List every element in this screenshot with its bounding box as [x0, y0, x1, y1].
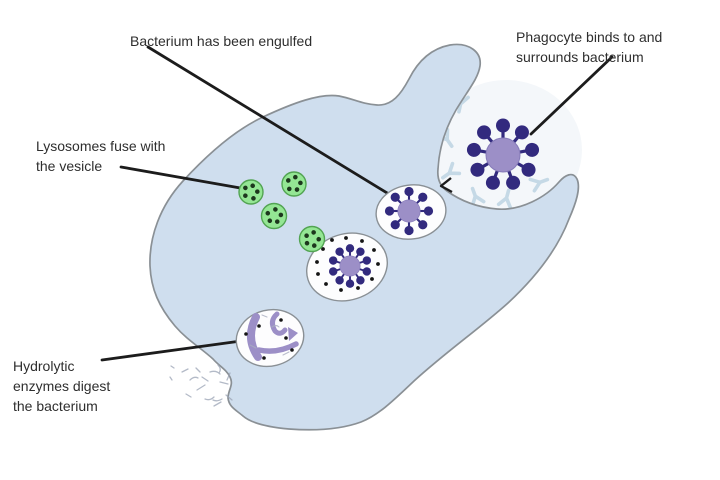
leader-line-binds — [529, 55, 614, 136]
membrane-pinch-mark — [439, 177, 453, 194]
leader-line-lysosomes — [119, 165, 248, 191]
lysosome — [281, 171, 307, 197]
digestion-vesicle — [235, 308, 305, 368]
debris-squiggles — [169, 364, 233, 407]
lysosome — [260, 202, 288, 230]
enzyme-dots — [244, 318, 294, 360]
engulfed-vesicle — [375, 184, 447, 240]
leader-line-hydrolytic — [100, 339, 243, 362]
label-hydrolytic-enzymes: Hydrolytic enzymes digest the bacterium — [13, 358, 111, 414]
bacterium-fragments — [247, 311, 299, 361]
enzyme-dots — [315, 236, 380, 292]
label-phagocyte-binds: Phagocyte binds to and surrounds bacteri… — [516, 29, 663, 65]
label-lysosomes-fuse: Lysosomes fuse with the vesicle — [36, 138, 166, 174]
label-bacterium-engulfed: Bacterium has been engulfed — [130, 33, 313, 49]
fused-vesicle — [305, 232, 389, 302]
leader-line-engulfed — [146, 45, 394, 198]
digestion-squiggles — [249, 314, 290, 356]
lysosome — [238, 179, 264, 205]
lysosomes — [238, 171, 326, 253]
lysosome-fusing — [298, 225, 326, 253]
